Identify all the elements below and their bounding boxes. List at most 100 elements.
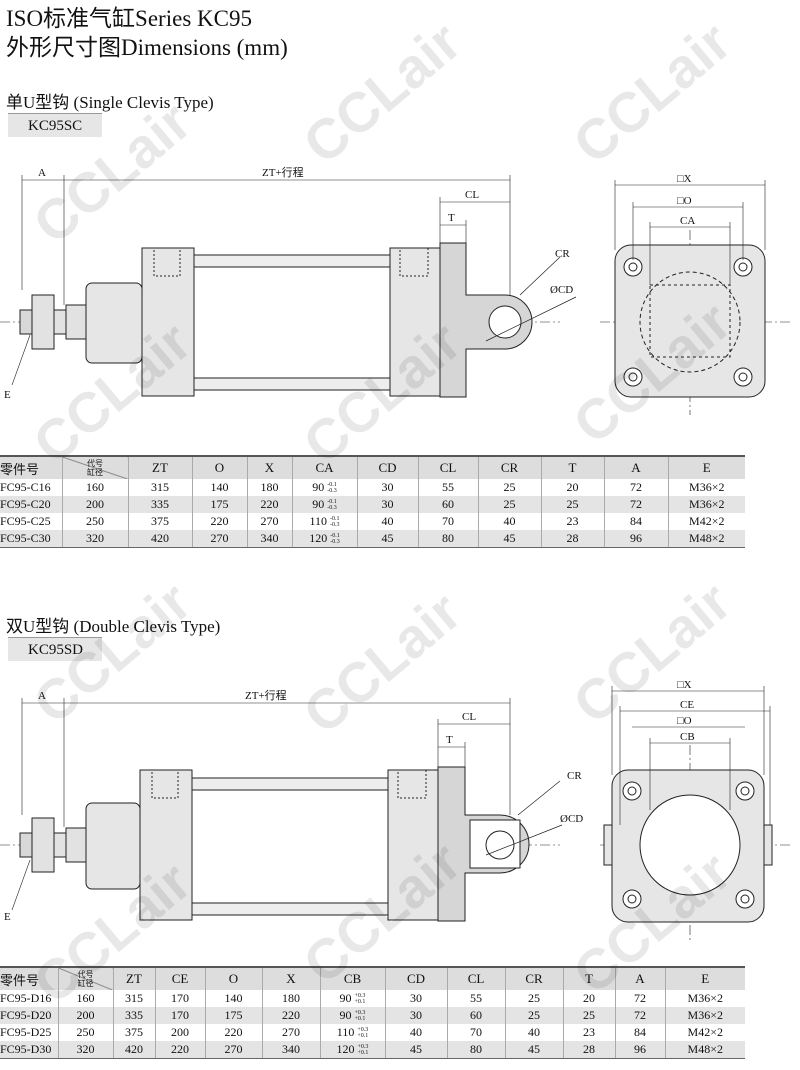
table-cell: 200 [57, 1007, 113, 1024]
table-cell: 250 [61, 513, 128, 530]
table-cell: 270 [191, 530, 247, 548]
dim-cr: CR [555, 248, 570, 260]
table-cell: 30 [356, 496, 418, 513]
dim-o: □O [677, 715, 692, 727]
table-cell: 90-0.1-0.3 [291, 479, 357, 496]
table-cell: 140 [204, 990, 262, 1007]
table-cell: M36×2 [667, 479, 745, 496]
table-cell: 175 [204, 1007, 262, 1024]
table-cell: 420 [112, 1041, 155, 1059]
table-cell: 72 [614, 990, 665, 1007]
table-cell: 20 [562, 990, 615, 1007]
table-header: 零件号 代号缸径 ZT CE O X CB CD CL CR T A E [0, 966, 745, 990]
table-cell: M42×2 [664, 1024, 745, 1041]
table-cell: FC95-C20 [0, 496, 62, 513]
dim-cd: ØCD [560, 813, 583, 825]
table-cell: 90-0.1-0.3 [291, 496, 357, 513]
dim-cl: CL [462, 711, 476, 723]
table-cell: 315 [127, 479, 192, 496]
table-cell: 220 [204, 1024, 262, 1041]
table-cell: 23 [540, 513, 604, 530]
table-cell: 20 [540, 479, 604, 496]
table-cell: FC95-D20 [0, 1007, 58, 1024]
header-col: CR [504, 966, 563, 990]
table-cell: 25 [477, 496, 541, 513]
header-col: E [664, 966, 745, 990]
dim-ca: CA [680, 215, 695, 227]
table-cell: 270 [261, 1024, 320, 1041]
header-col: ZT [112, 966, 155, 990]
header-col: CL [446, 966, 505, 990]
header-part-no: 零件号 [0, 455, 62, 479]
table-cell: 340 [246, 530, 292, 548]
table-cell: 90+0.3+0.1 [319, 1007, 385, 1024]
table-cell: 375 [112, 1024, 155, 1041]
table-cell: 180 [246, 479, 292, 496]
watermark: CCLair [291, 9, 473, 176]
table-cell: M36×2 [667, 496, 745, 513]
dim-e: E [4, 911, 11, 923]
dim-zt: ZT+行程 [262, 166, 304, 179]
table-cell: FC95-D30 [0, 1041, 58, 1059]
tolerance: +0.3+0.1 [354, 1010, 366, 1023]
table-cell: 23 [562, 1024, 615, 1041]
table-cell: 270 [246, 513, 292, 530]
table-cell: 84 [603, 513, 668, 530]
tolerance: +0.3+0.1 [357, 1044, 369, 1057]
header-col: CD [356, 455, 418, 479]
table-cell: 110-0.1-0.3 [291, 513, 357, 530]
table-cell: 180 [261, 990, 320, 1007]
double-clevis-drawing: A ZT+行程 CL T CR ØCD E □X CE □O CB [0, 679, 790, 940]
table-cell: 25 [562, 1007, 615, 1024]
table-cell: 80 [417, 530, 478, 548]
header-col: CA [291, 455, 357, 479]
single-clevis-table: 零件号 代号缸径 ZT O X CA CD CL CR T A E FC95-C… [0, 455, 745, 548]
table-cell: FC95-D25 [0, 1025, 52, 1039]
table-cell: 160 [57, 990, 113, 1007]
section2-model-badge: KC95SD [8, 637, 102, 661]
table-cell: 72 [603, 479, 668, 496]
table-cell: 220 [246, 496, 292, 513]
table-cell: 200 [154, 1024, 205, 1041]
table-cell: 375 [127, 513, 192, 530]
header-col: X [246, 455, 292, 479]
table-cell: M36×2 [664, 1007, 745, 1024]
header-col: E [667, 455, 745, 479]
dim-cd: ØCD [550, 284, 573, 296]
table-cell: FC95-D16 [0, 991, 52, 1005]
dim-t: T [446, 734, 453, 746]
header-bore: 缸径 [77, 979, 94, 988]
table-cell: 315 [112, 990, 155, 1007]
table-cell: 420 [127, 530, 192, 548]
table-cell: 270 [204, 1041, 262, 1059]
table-cell: 220 [261, 1007, 320, 1024]
header-col: CD [384, 966, 447, 990]
table-cell: 200 [61, 496, 128, 513]
table-cell: 175 [191, 496, 247, 513]
table-cell: 90+0.3+0.1 [319, 990, 385, 1007]
header-col: CL [417, 455, 478, 479]
table-cell: 320 [57, 1041, 113, 1059]
header-col: O [204, 966, 262, 990]
tolerance: -0.1-0.3 [327, 499, 337, 512]
dim-t: T [448, 212, 455, 224]
header-col: CR [477, 455, 541, 479]
section2-heading: 双U型钩 (Double Clevis Type) [6, 617, 221, 636]
section1-model-badge: KC95SC [8, 113, 102, 137]
dim-ce: CE [680, 699, 694, 711]
single-clevis-drawing: A ZT+行程 CL T CR ØCD E □X □O CA [0, 166, 790, 415]
table-cell: 160 [61, 479, 128, 496]
table-cell: 220 [191, 513, 247, 530]
table-cell: 96 [614, 1041, 665, 1059]
header-col: O [191, 455, 247, 479]
header-col: T [540, 455, 604, 479]
dim-e: E [4, 389, 11, 401]
header-code-bore: 代号缸径 [57, 966, 113, 990]
dim-cb: CB [680, 731, 695, 743]
table-cell: 30 [384, 1007, 447, 1024]
